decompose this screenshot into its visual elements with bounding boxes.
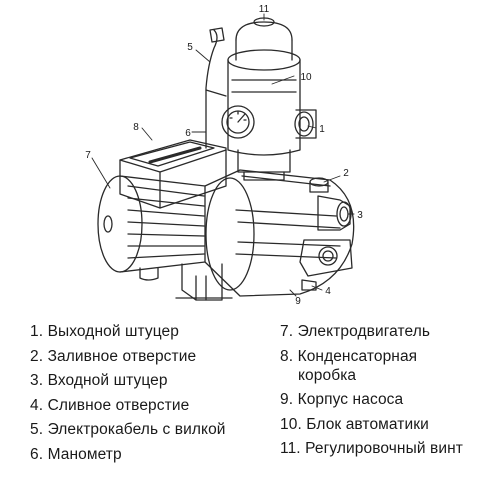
automation-block	[227, 17, 301, 181]
callout-5: 5	[187, 42, 193, 53]
leader-lines	[91, 13, 355, 297]
callout-6: 6	[185, 128, 191, 139]
legend-left-column: 1. Выходной штуцер 2. Заливное отверстие…	[30, 322, 270, 470]
legend-item-11: 11. Регулировочный винт	[280, 440, 463, 458]
callout-8: 8	[133, 122, 139, 133]
callout-4: 4	[325, 286, 331, 297]
callout-10: 10	[300, 72, 312, 83]
legend-item-7: 7. Электродвигатель	[280, 323, 431, 340]
power-cable	[205, 27, 227, 149]
callout-7: 7	[85, 150, 91, 161]
motor	[97, 175, 206, 273]
callout-9: 9	[295, 296, 301, 307]
callout-3: 3	[357, 210, 363, 221]
legend-item-9: 9. Корпус насоса	[280, 391, 404, 409]
pump-base	[139, 263, 233, 301]
callout-1: 1	[319, 124, 325, 135]
callout-11: 11	[259, 4, 270, 15]
legend-item-10: 10. Блок автоматики	[280, 415, 429, 433]
legend-item-5: 5. Электрокабель с вилкой	[30, 421, 226, 439]
outlet-fitting	[294, 109, 317, 139]
pressure-gauge	[221, 105, 255, 139]
legend-item-1: 1. Выходной штуцер	[30, 323, 179, 340]
pump-diagram: 11 5 10 1 6 8 7 2 3 4 9	[85, 4, 363, 307]
legend-item-2: 2. Заливное отверстие	[30, 347, 197, 365]
pump-body	[204, 169, 355, 297]
legend-item-3: 3. Входной штуцер	[30, 372, 168, 390]
drain-plug	[299, 239, 353, 291]
legend-item-6: 6. Манометр	[30, 445, 122, 463]
inlet-fitting	[317, 195, 352, 231]
callout-2: 2	[343, 168, 349, 179]
legend-item-4: 4. Сливное отверстие	[30, 396, 190, 414]
capacitor-box	[119, 139, 227, 209]
fill-plug	[309, 177, 329, 193]
